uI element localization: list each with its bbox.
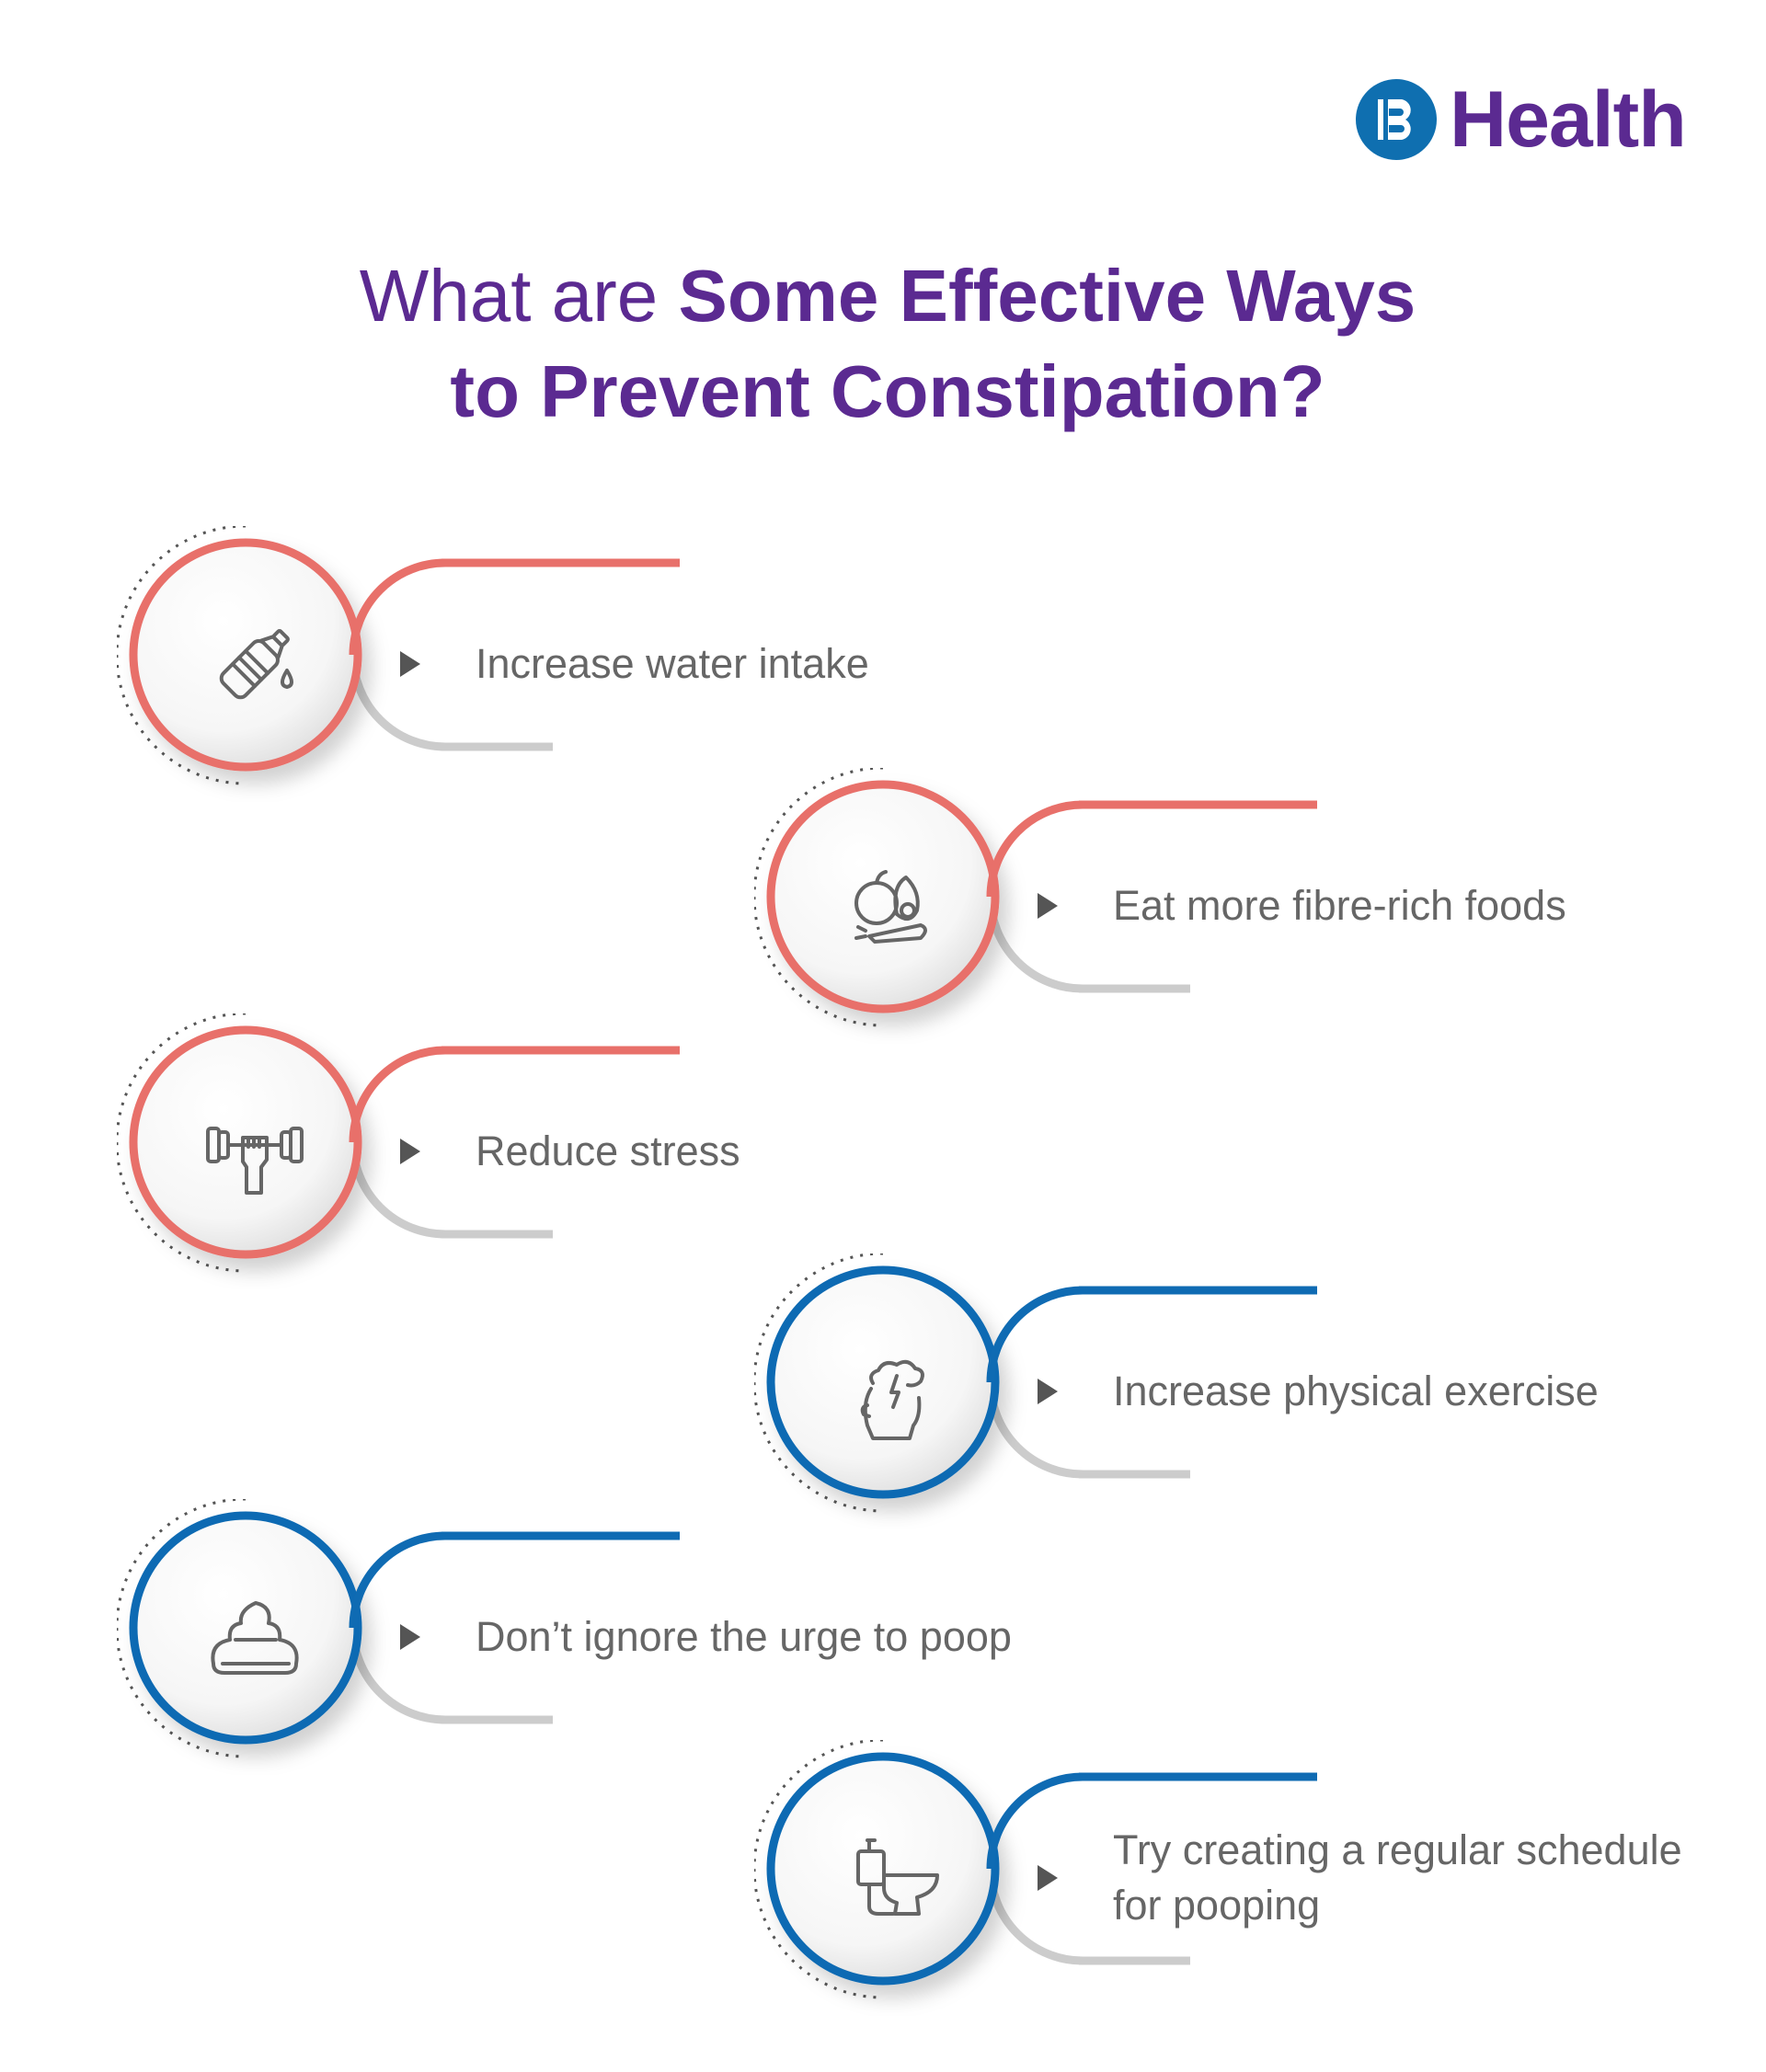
item-label: Eat more fibre-rich foods [1113, 882, 1566, 929]
dumbbell-icon [206, 1127, 304, 1195]
arrow-right-icon [400, 1139, 420, 1164]
arrow-right-icon [400, 1624, 420, 1650]
item-frame [754, 1254, 1317, 1513]
list-item: Increase water intake [117, 526, 945, 802]
item-label: Reduce stress [476, 1128, 740, 1174]
page-title: What are Some Effective Ways to Prevent … [0, 248, 1766, 440]
title-bold-1: Some Effective Ways [678, 255, 1416, 337]
item-frame [117, 526, 680, 785]
arrow-right-icon [1038, 1379, 1058, 1404]
title-regular: What are [359, 255, 679, 337]
poop-icon [211, 1601, 299, 1675]
item-label: Don’t ignore the urge to poop [476, 1613, 1012, 1660]
arrow-right-icon [1038, 1865, 1058, 1891]
title-bold-2: to Prevent Constipation? [450, 350, 1325, 432]
toilet-icon [856, 1838, 939, 1916]
list-item: Reduce stress [117, 1013, 945, 1289]
arrow-right-icon [400, 651, 420, 677]
list-item: Don’t ignore the urge to poop [117, 1499, 1012, 1775]
item-frame [117, 1013, 680, 1273]
list-item: Increase physical exercise [754, 1254, 1599, 1529]
item-label: Try creating a regular schedule for poop… [1113, 1826, 1682, 1929]
stressed-head-icon [860, 1359, 924, 1440]
item-label: Increase physical exercise [1113, 1368, 1599, 1414]
item-frame [754, 768, 1317, 1027]
list-item: Eat more fibre-rich foods [754, 768, 1582, 1044]
item-frame [117, 1499, 680, 1758]
item-label: Increase water intake [476, 640, 869, 687]
arrow-right-icon [1038, 893, 1058, 919]
logo-b-icon [1356, 79, 1437, 160]
water-bottle-icon [219, 629, 293, 700]
list-item: Try creating a regular schedule for poop… [754, 1740, 1682, 2016]
brand-name: Health [1450, 75, 1687, 164]
fruits-vegetables-icon [854, 870, 927, 944]
brand-logo: Health [1356, 75, 1687, 164]
